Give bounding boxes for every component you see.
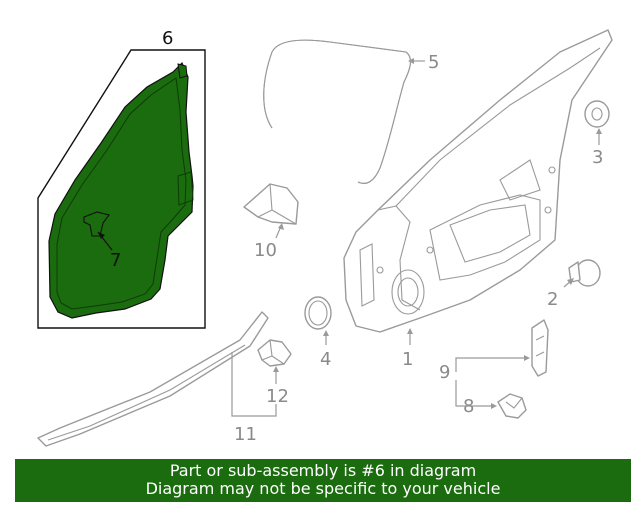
callout-3: 3 [592,147,603,168]
part-6-inner-edge [56,77,187,310]
part-4: 4 [304,296,332,370]
callout-2: 2 [547,289,558,310]
banner-line-2: Diagram may not be specific to your vehi… [145,479,501,498]
callout-7: 7 [110,250,121,271]
callout-10: 10 [254,240,277,261]
callout-12: 12 [266,386,289,407]
part-2: 2 [547,259,601,310]
part-8: 8 [455,380,527,419]
banner-line-1: Part or sub-assembly is #6 in diagram [169,461,477,480]
arrow-7 [98,232,105,239]
part-9: 9 [439,319,549,383]
part-6-inset[interactable]: 7 6 [37,28,206,329]
part-6-weatherstrip[interactable] [48,61,194,319]
part-1-door: 1 [343,29,613,370]
part-6-tab [177,63,188,79]
callout-11: 11 [234,424,257,445]
callout-9: 9 [439,362,450,383]
callout-8: 8 [463,396,474,417]
part-3: 3 [584,100,610,168]
part-12: 12 [257,339,292,407]
callout-4: 4 [320,349,331,370]
part-6-pocket [177,171,194,206]
part-5-seal [263,39,412,185]
callout-1: 1 [402,349,413,370]
part-11: 11 [37,311,277,447]
info-banner: Part or sub-assembly is #6 in diagram Di… [15,459,631,502]
part-5: 5 [263,39,439,185]
callout-6[interactable]: 6 [162,28,173,49]
part-10: 10 [243,183,299,261]
callout-5: 5 [428,52,439,73]
